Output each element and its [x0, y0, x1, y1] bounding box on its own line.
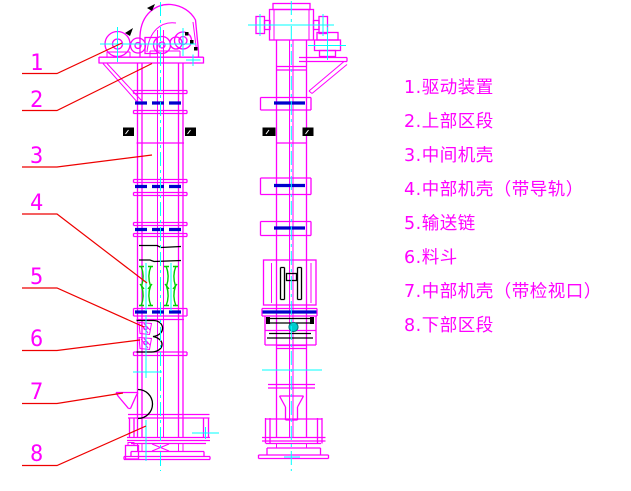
- legend-item-7: 7.中部机壳（带检视口）: [404, 282, 602, 302]
- parts-legend: 1.驱动装置 2.上部区段 3.中间机壳 4.中部机壳（带导轨） 5.输送链 6…: [404, 71, 630, 343]
- side-view-break-marks: [262, 127, 314, 136]
- legend-item-2: 2.上部区段: [404, 112, 494, 132]
- front-view-head: [98, 3, 205, 105]
- front-view-column: [128, 30, 210, 437]
- callout-label-7: 7: [30, 380, 44, 405]
- callout-label-8: 8: [30, 442, 44, 467]
- legend-item-1: 1.驱动装置: [404, 78, 494, 98]
- callout-label-3: 3: [30, 144, 44, 169]
- leader-lines: [22, 42, 153, 467]
- legend-item-5: 5.输送链: [404, 214, 476, 234]
- front-view-break-marks: [123, 127, 196, 263]
- legend-item-6: 6.料斗: [404, 248, 458, 268]
- legend-item-8: 8.下部区段: [404, 316, 494, 336]
- legend-item-3: 3.中间机壳: [404, 146, 494, 166]
- side-view-head: [255, 2, 348, 94]
- front-view-buckets: [136, 319, 164, 353]
- callout-label-2: 2: [30, 88, 44, 113]
- callout-label-1: 1: [30, 51, 44, 76]
- legend-item-4: 4.中部机壳（带导轨）: [404, 180, 584, 200]
- side-view-column: [259, 40, 318, 437]
- side-view-centerlines: [248, 1, 346, 471]
- side-view-bucket-section: [264, 316, 317, 346]
- front-view-chain: [139, 263, 178, 311]
- callout-label-6: 6: [30, 327, 44, 352]
- callout-label-4: 4: [30, 191, 44, 216]
- callout-label-5: 5: [30, 265, 44, 290]
- front-view-boot: [115, 388, 211, 461]
